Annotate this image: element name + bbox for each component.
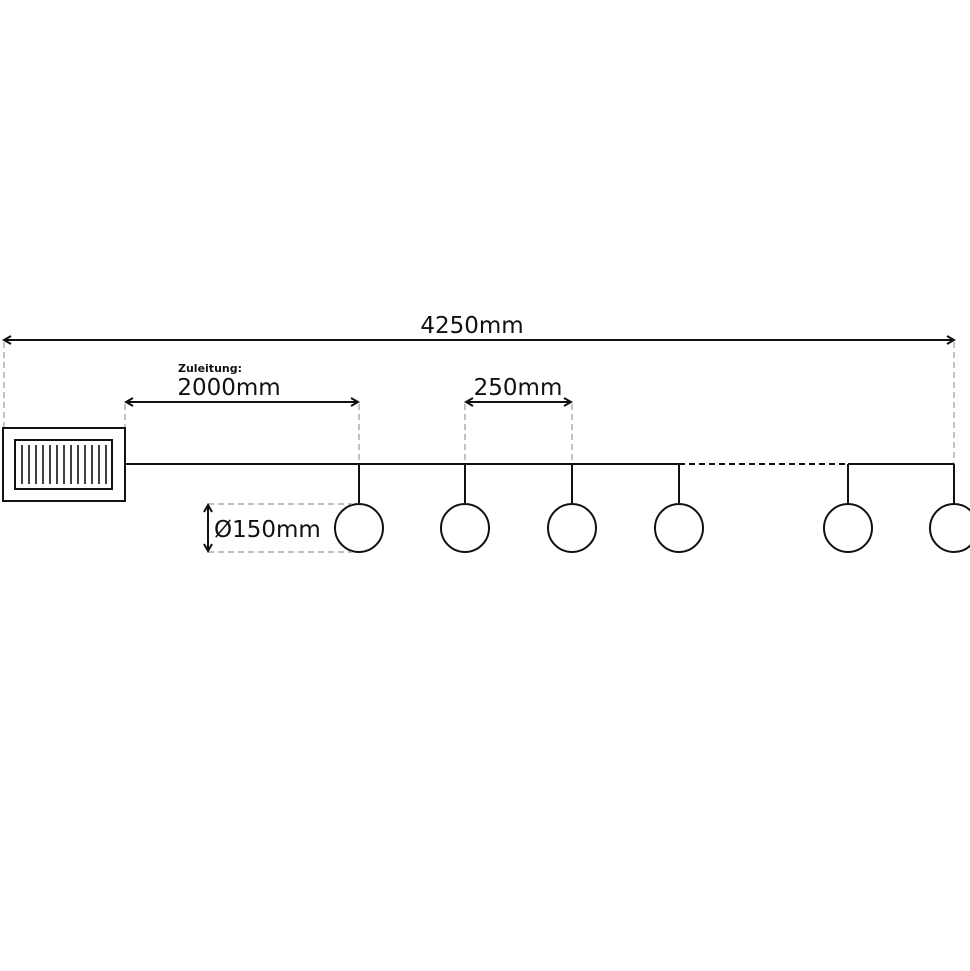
bulb: [929, 464, 970, 553]
bulb: [823, 464, 873, 553]
bulb: [654, 464, 704, 553]
spacing-label: 250mm: [474, 375, 563, 401]
diameter-label: Ø150mm: [214, 517, 321, 543]
total-length-label: 4250mm: [420, 313, 523, 339]
lead-length-label: 2000mm: [177, 375, 280, 401]
bulb: [547, 464, 597, 553]
bulb: [440, 464, 490, 553]
bulb: [334, 464, 384, 553]
solar-panel-icon: [2, 427, 126, 502]
lead-label: Zuleitung:: [178, 362, 242, 375]
